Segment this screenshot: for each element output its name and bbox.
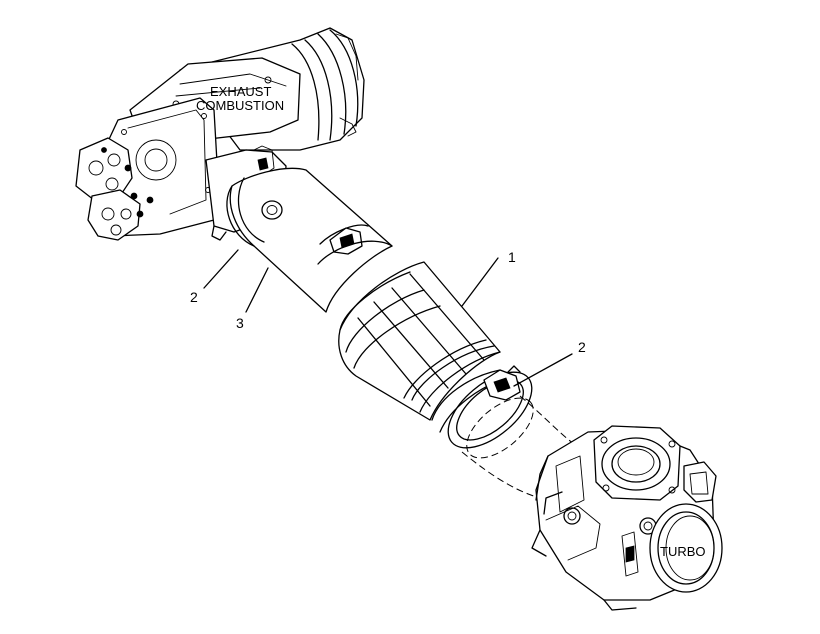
leader-lines — [203, 249, 573, 387]
callout-3: 3 — [236, 315, 244, 331]
leader-2-right — [513, 353, 573, 387]
leader-2-left — [203, 249, 239, 289]
callout-2-right: 2 — [578, 339, 586, 355]
turbo-label: TURBO — [660, 544, 706, 559]
turbocharger — [531, 425, 723, 611]
leader-3 — [245, 267, 269, 313]
exhaust-label: EXHAUST — [210, 84, 271, 99]
flexible-bellows-joint — [338, 261, 533, 449]
callout-2-left: 2 — [190, 289, 198, 305]
exhaust-pipe — [226, 167, 393, 313]
callout-1: 1 — [508, 249, 516, 265]
leader-1 — [461, 257, 499, 307]
combustion-label: COMBUSTION — [196, 98, 284, 113]
